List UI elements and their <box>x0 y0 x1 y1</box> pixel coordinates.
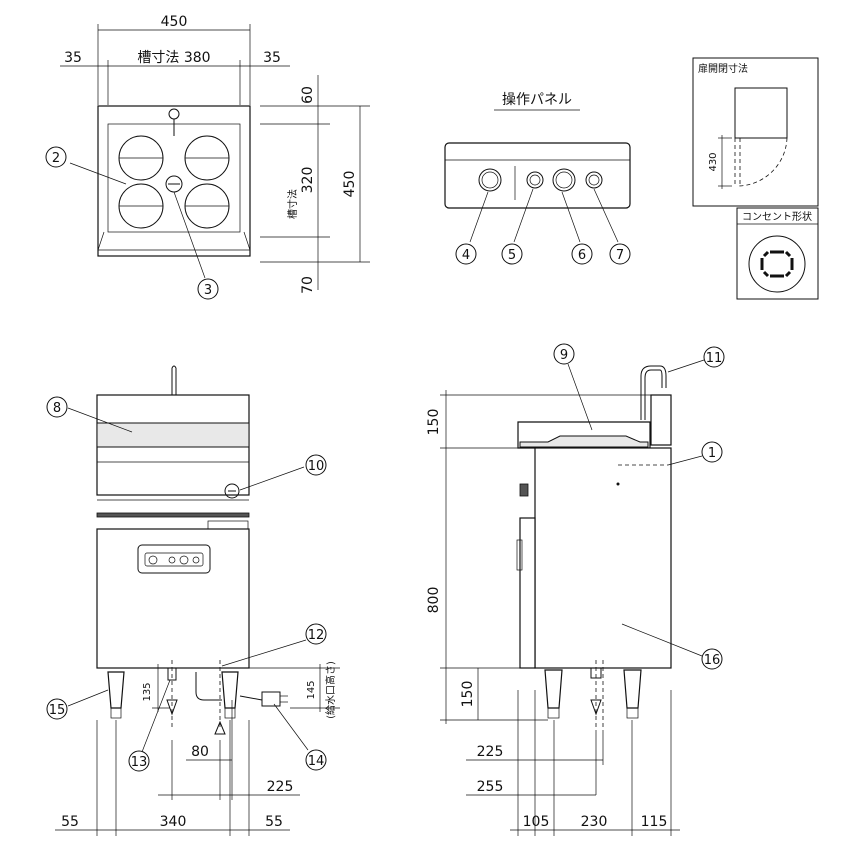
side-dim-105: 105 <box>523 814 550 830</box>
outlet-box-title: コンセント形状 <box>742 210 812 223</box>
dim-overall-depth: 450 <box>342 171 358 198</box>
callout-8: 8 <box>53 401 61 416</box>
side-dim-800: 800 <box>426 587 442 614</box>
callout-16: 16 <box>704 653 721 668</box>
side-view: 150 800 150 225 255 105 230 115 9 11 1 1… <box>426 343 725 836</box>
dim-side-right: 35 <box>263 50 281 66</box>
callout-15: 15 <box>49 703 66 718</box>
side-dim-255: 255 <box>477 779 504 795</box>
callout-11: 11 <box>706 351 723 366</box>
side-dim-115: 115 <box>641 814 668 830</box>
dim-top-margin: 60 <box>300 86 316 104</box>
door-opening-box: 扉開閉寸法 430 <box>692 57 819 207</box>
front-dim-145: 145 <box>306 680 317 699</box>
side-dim-225: 225 <box>477 744 504 760</box>
callout-5: 5 <box>508 248 516 263</box>
callout-13: 13 <box>131 755 148 770</box>
callout-10: 10 <box>308 459 325 474</box>
front-dim-225: 225 <box>267 779 294 795</box>
outlet-shape-box: コンセント形状 <box>736 207 819 300</box>
front-dim-135: 135 <box>142 682 153 701</box>
door-box-title: 扉開閉寸法 <box>698 62 748 75</box>
side-dim-150-bottom: 150 <box>460 681 476 708</box>
callout-2: 2 <box>52 151 60 166</box>
dim-tank-depth: 320 <box>300 167 316 194</box>
callout-9: 9 <box>560 348 568 363</box>
operation-panel-title: 操作パネル <box>502 92 572 108</box>
front-dim-80: 80 <box>191 744 209 760</box>
top-view: 450 35 槽寸法 380 35 60 320 槽寸法 4 <box>45 14 370 300</box>
front-dim-bottom-mid: 340 <box>160 814 187 830</box>
callout-3: 3 <box>204 283 212 298</box>
front-inlet-height-note: (給水口高さ) <box>324 661 337 719</box>
dim-bottom-margin: 70 <box>300 276 316 294</box>
door-dim-430: 430 <box>708 152 719 171</box>
callout-14: 14 <box>308 754 325 769</box>
front-dim-bottom-left: 55 <box>61 814 79 830</box>
dim-side-left: 35 <box>64 50 82 66</box>
callout-12: 12 <box>308 628 325 643</box>
callout-6: 6 <box>578 248 586 263</box>
dim-overall-width: 450 <box>161 14 188 30</box>
side-dim-150-top: 150 <box>426 409 442 436</box>
dim-tank-depth-label: 槽寸法 <box>286 189 299 219</box>
operation-panel-view: 操作パネル 4 5 6 7 <box>444 92 631 265</box>
callout-4: 4 <box>462 248 470 263</box>
front-dim-bottom-right: 55 <box>265 814 283 830</box>
dim-tank-width: 槽寸法 380 <box>137 50 210 66</box>
callout-1: 1 <box>708 446 716 461</box>
front-view: 135 145 (給水口高さ) 80 225 55 340 55 8 10 12 <box>46 365 340 836</box>
side-dim-230: 230 <box>581 814 608 830</box>
callout-7: 7 <box>616 248 624 263</box>
